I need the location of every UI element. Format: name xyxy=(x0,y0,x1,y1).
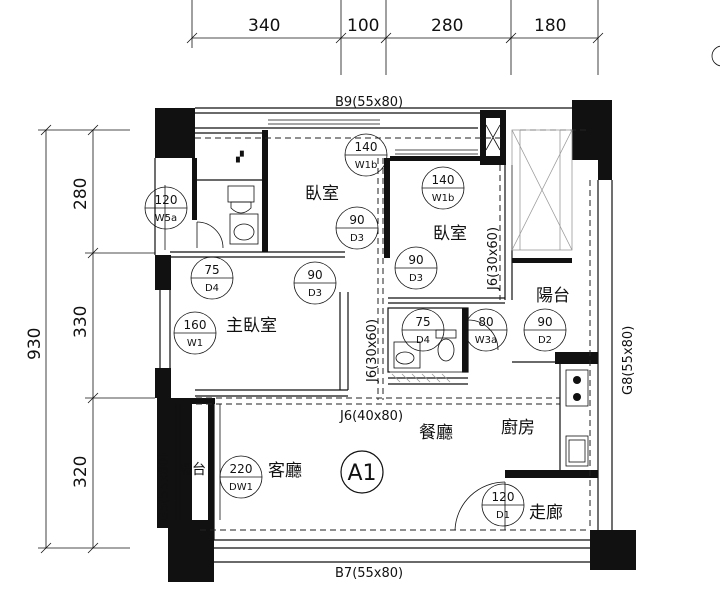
room-label-master-bedroom: 主臥室 xyxy=(226,316,277,336)
tag-size: 220 xyxy=(230,462,253,476)
room-label-bedroom-1: 臥室 xyxy=(305,184,339,204)
beam-label-bottom: B7(55x80) xyxy=(335,566,403,581)
beam-label-top: B9(55x80) xyxy=(335,95,403,110)
tag-size: 90 xyxy=(408,253,423,267)
tag-size: 160 xyxy=(184,318,207,332)
dim-top-2: 100 xyxy=(347,16,379,36)
dim-top-1: 340 xyxy=(248,16,280,36)
shaft-hatch xyxy=(485,124,573,251)
opening-tag: 140 W1b xyxy=(344,133,388,177)
unit-label: A1 xyxy=(347,461,376,486)
shower-head-icon: ▞ xyxy=(235,150,244,163)
tag-type: D3 xyxy=(350,233,364,244)
tag-size: 80 xyxy=(478,315,493,329)
tag-type: D3 xyxy=(308,288,322,299)
room-label-dining: 餐廳 xyxy=(419,423,453,443)
opening-tag: 90 D2 xyxy=(523,308,567,352)
tag-type: D3 xyxy=(409,273,423,284)
tag-type: W1 xyxy=(187,338,203,349)
opening-tag: 75 D4 xyxy=(401,308,445,352)
interior-walls xyxy=(170,130,598,540)
room-label-bedroom-2: 臥室 xyxy=(433,224,467,244)
tag-size: 90 xyxy=(349,213,364,227)
door-swings xyxy=(454,319,506,531)
opening-tag: 140 W1b xyxy=(421,166,465,210)
room-label-balcony-left: 陽台 xyxy=(178,462,206,478)
dim-top-3: 280 xyxy=(431,16,463,36)
room-label-living: 客廳 xyxy=(268,461,302,481)
dim-left-1: 280 xyxy=(71,178,91,210)
tag-type: DW1 xyxy=(229,482,253,493)
tag-size: 140 xyxy=(355,140,378,154)
beam-label-mid-v-right: J6(30x60) xyxy=(486,227,501,291)
beam-label-left: G5(55x80) xyxy=(157,453,172,522)
tag-size: 120 xyxy=(155,193,178,207)
room-label-corridor: 走廊 xyxy=(529,503,563,523)
left-dimension-line xyxy=(38,124,155,554)
opening-tag: 120 W5a xyxy=(144,186,188,230)
windows xyxy=(164,119,478,520)
opening-tag: 90 D3 xyxy=(394,246,438,290)
dim-left-3: 320 xyxy=(71,456,91,488)
beam-label-right: G8(55x80) xyxy=(621,326,636,395)
opening-tag: 80 W3a xyxy=(464,308,508,352)
tag-type: D2 xyxy=(538,335,552,346)
structural-columns xyxy=(155,100,636,582)
tag-type: W1b xyxy=(432,193,455,204)
tag-size: 140 xyxy=(432,173,455,187)
tag-type: D4 xyxy=(205,283,219,294)
tag-type: D4 xyxy=(416,335,430,346)
dim-left-total: 930 xyxy=(25,328,45,360)
tag-type: W1b xyxy=(355,160,378,171)
room-label-balcony-right: 陽台 xyxy=(536,286,570,306)
tag-size: 90 xyxy=(537,315,552,329)
tag-type: W3a xyxy=(475,335,497,346)
bathroom-2-fixtures xyxy=(390,329,462,383)
opening-tag: 75 D4 xyxy=(190,256,234,300)
opening-tag: 160 W1 xyxy=(173,311,217,355)
edge-marker-circle xyxy=(711,45,720,67)
beam-label-mid-v-left: J6(30x60) xyxy=(365,319,380,383)
tag-type: D1 xyxy=(496,510,510,521)
top-dimension-line xyxy=(186,0,604,75)
tag-size: 75 xyxy=(204,263,219,277)
dim-left-2: 330 xyxy=(71,306,91,338)
unit-label-circle xyxy=(340,450,384,494)
opening-tag: 90 D3 xyxy=(293,261,337,305)
tag-size: 75 xyxy=(415,315,430,329)
room-label-kitchen: 廚房 xyxy=(501,417,535,438)
opening-tag: 120 D1 xyxy=(481,483,525,527)
dim-top-4: 180 xyxy=(534,16,566,36)
opening-tag: 90 D3 xyxy=(335,206,379,250)
kitchen-fixtures xyxy=(565,369,589,467)
beam-label-mid-h: J6(40x80) xyxy=(339,409,403,424)
tag-type: W5a xyxy=(155,213,177,224)
tag-size: 120 xyxy=(492,490,515,504)
bathroom-1-fixtures: ▞ xyxy=(196,150,259,249)
beam-lines xyxy=(195,129,591,531)
tag-size: 90 xyxy=(307,268,322,282)
opening-tag: 220 DW1 xyxy=(219,455,263,499)
